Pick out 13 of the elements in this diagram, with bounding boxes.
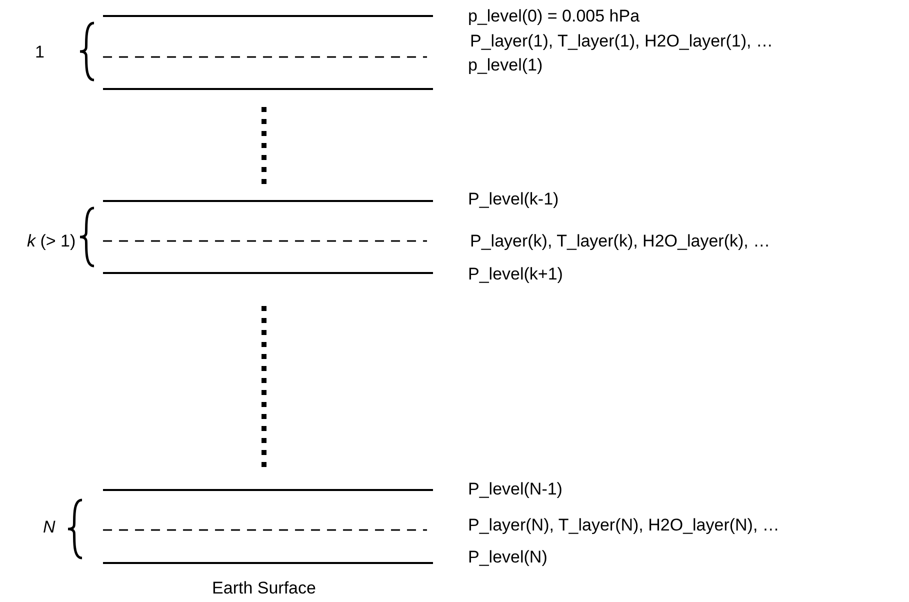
level-label: p_level(0) = 0.005 hPa [468, 8, 640, 24]
layer-variables-label: P_layer(N), T_layer(N), H2O_layer(N), … [468, 516, 780, 534]
level-label: P_level(N-1) [468, 480, 562, 498]
level-label: P_level(N) [468, 548, 548, 566]
level-label: P_level(k+1) [468, 266, 563, 282]
layer-number: k (> 1) [27, 232, 76, 250]
layer-number: N [43, 518, 56, 536]
layer-variables-label: P_layer(k), T_layer(k), H2O_layer(k), … [470, 232, 770, 250]
level-label: p_level(1) [468, 56, 543, 74]
level-label: P_level(k-1) [468, 190, 559, 208]
layer-variables-label: P_layer(1), T_layer(1), H2O_layer(1), … [470, 32, 773, 50]
layer-number: 1 [35, 44, 44, 60]
surface-label: Earth Surface [212, 580, 316, 596]
